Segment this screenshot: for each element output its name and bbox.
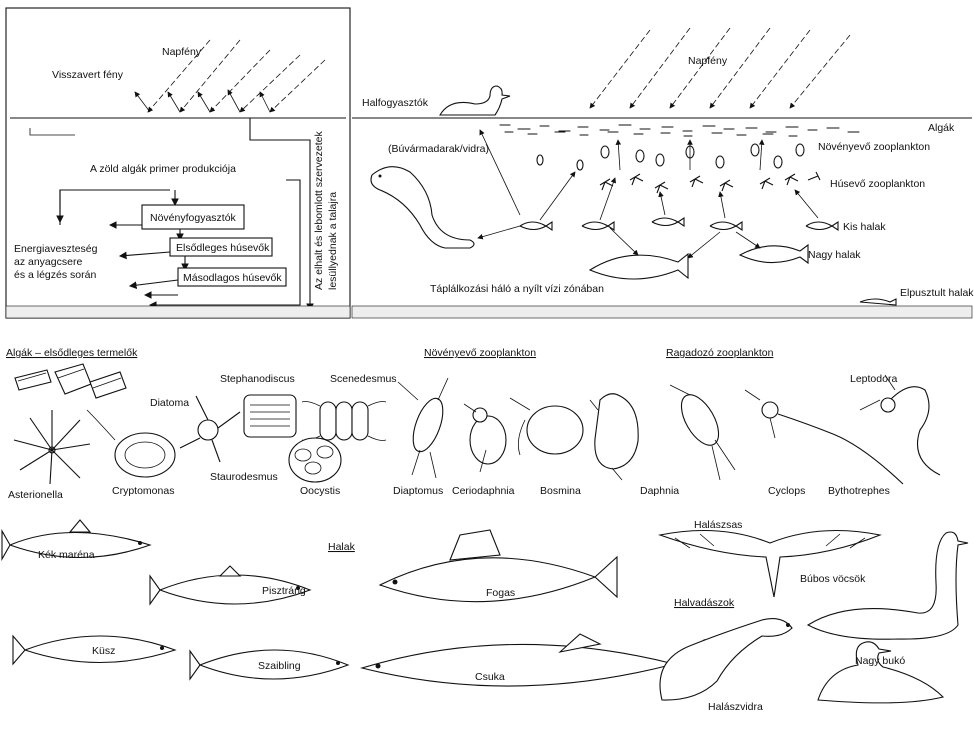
energy-flow-panel: Napfény Visszavert fény A zöld algák pri… [6, 8, 350, 318]
bythotrephes-label: Bythotrephes [828, 485, 890, 497]
food-web-panel: Napfény Halfogyasztók (Búvármadarak/vidr… [352, 28, 974, 318]
small-fish-group [520, 218, 838, 230]
halaszsas-drawing [660, 531, 880, 598]
kek-marena-label: Kék maréna [38, 549, 95, 561]
energy-loss-line3: és a légzés során [14, 269, 96, 281]
bosmina-drawing [510, 398, 583, 455]
decay-note-line1: Az elhalt és lebomlott szervezetek [313, 131, 325, 290]
stephanodiscus-label: Stephanodiscus [220, 373, 295, 385]
cryptomonas-label: Cryptomonas [112, 485, 174, 497]
oocystis-drawing [289, 438, 341, 482]
szaibling-label: Szaibling [258, 660, 301, 672]
leptodora-label: Leptodora [850, 373, 897, 385]
birds-section: Halászsas Búbos vöcsök Halvadászok Halás… [660, 519, 968, 713]
primary-carnivores-label: Elsődleges húsevők [176, 242, 270, 254]
ceriodaphnia-drawing [464, 404, 506, 472]
divers-otter-label: (Búvármadarak/vidra) [388, 143, 489, 155]
large-fish-group [590, 245, 808, 279]
carnivore-zooplankton-cluster [600, 172, 820, 193]
fogas-label: Fogas [486, 587, 515, 599]
grebe-on-surface [440, 86, 510, 115]
sunlight-label-left: Napfény [162, 46, 202, 58]
dead-fish-icon [860, 299, 896, 305]
bythotrephes-drawing [745, 390, 903, 484]
asterionella-drawing [14, 410, 90, 484]
leptodora-drawing [860, 375, 940, 475]
bubos-vocsok-label: Búbos vöcsök [800, 573, 866, 585]
algae-heading: Algák – elsődleges termelők [6, 347, 138, 359]
diatoma-label: Diatoma [150, 397, 189, 409]
cyclops-drawing [670, 385, 735, 480]
ceriodaphnia-label: Ceriodaphnia [452, 485, 515, 497]
algae-layer [500, 125, 859, 136]
oocystis-label: Oocystis [300, 485, 340, 497]
algae-section: Algák – elsődleges termelők Diatoma Aste… [6, 347, 397, 501]
food-web-caption: Táplálkozási háló a nyílt vízi zónában [430, 283, 604, 295]
small-fish-label: Kis halak [843, 221, 886, 233]
pisztrang-label: Pisztráng [262, 585, 306, 597]
kusz-label: Küsz [92, 645, 115, 657]
predatory-zoo-heading: Ragadozó zooplankton [666, 347, 774, 359]
cryptomonas-drawing [87, 410, 175, 477]
predatory-zoo-section: Ragadozó zooplankton Cyclops Bythotrephe… [666, 347, 940, 497]
asterionella-label: Asterionella [8, 489, 63, 501]
lake-bottom-right [352, 306, 972, 318]
reflected-rays [135, 90, 270, 112]
fish-heading: Halak [328, 541, 356, 553]
lake-bottom-left [6, 306, 350, 318]
stephanodiscus-drawing [244, 395, 296, 437]
fish-section: Halak Kék maréna Pisztráng Küsz Szaiblin… [2, 520, 704, 688]
scenedesmus-label: Scenedesmus [330, 373, 397, 385]
fish-eaters-label: Halfogyasztók [362, 97, 429, 109]
primary-production-label: A zöld algák primer produkciója [90, 163, 236, 175]
herbivore-zoo-label: Növényevő zooplankton [818, 141, 930, 153]
secondary-carnivores-label: Másodlagos húsevők [183, 272, 282, 284]
nagy-buko-drawing [818, 642, 943, 703]
herbivore-zooplankton-cluster [537, 144, 804, 170]
energy-loss-line1: Energiaveszteség [14, 243, 98, 255]
diatoma-drawing [15, 364, 126, 398]
csuka-drawing [362, 634, 704, 688]
diving-otter [371, 167, 474, 248]
halaszvidra-drawing [660, 619, 792, 700]
algae-label: Algák [928, 122, 955, 134]
scenedesmus-drawing [302, 402, 386, 441]
halaszvidra-label: Halászvidra [708, 701, 763, 713]
energy-loss-line2: az anyagcsere [14, 256, 82, 268]
diaptomus-label: Diaptomus [393, 485, 443, 497]
nagy-buko-label: Nagy bukó [855, 655, 905, 667]
dead-fish-label: Elpusztult halak [900, 287, 974, 299]
herbivores-label: Növényfogyasztók [150, 212, 237, 224]
staurodesmus-label: Staurodesmus [210, 471, 278, 483]
sunlight-rays-right [590, 28, 850, 108]
decay-note-line2: lesüllyednak a talajra [327, 192, 339, 290]
herbivore-zoo-section: Növényevő zooplankton Diaptomus Ceriodap… [393, 347, 679, 497]
halvadaszok-heading: Halvadászok [674, 597, 735, 609]
large-fish-label: Nagy halak [808, 249, 861, 261]
sunlight-label-right: Napfény [688, 55, 728, 67]
carnivore-zoo-label: Húsevő zooplankton [830, 178, 925, 190]
herbivore-zoo-heading: Növényevő zooplankton [424, 347, 536, 359]
halaszsas-label: Halászsas [694, 519, 742, 531]
daphnia-label: Daphnia [640, 485, 679, 497]
bosmina-label: Bosmina [540, 485, 581, 497]
csuka-label: Csuka [475, 671, 505, 683]
reflected-light-label: Visszavert fény [52, 69, 124, 81]
diaptomus-drawing [398, 378, 449, 478]
food-web-arrows [478, 130, 818, 258]
daphnia-drawing [590, 394, 638, 480]
cyclops-label: Cyclops [768, 485, 805, 497]
